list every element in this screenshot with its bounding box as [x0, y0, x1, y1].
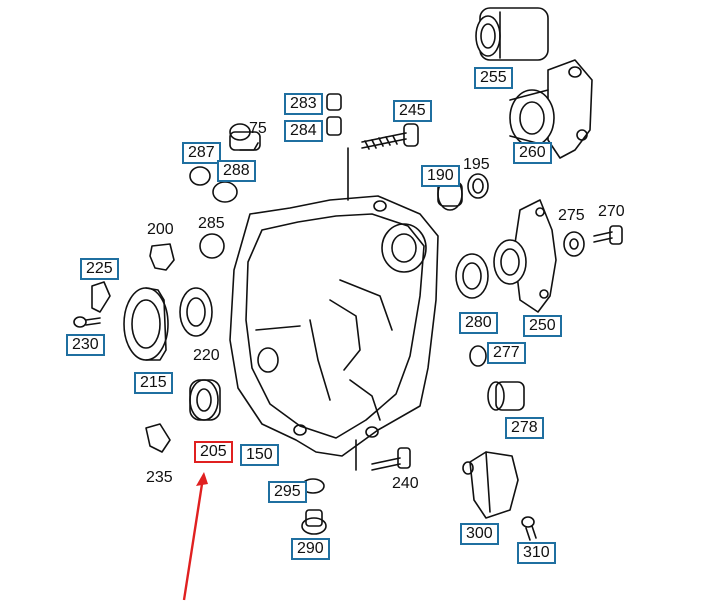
- label-190: 190: [421, 165, 460, 187]
- label-278: 278: [505, 417, 544, 439]
- label-290: 290: [291, 538, 330, 560]
- part-240-bolt: [371, 447, 411, 471]
- label-283: 283: [284, 93, 323, 115]
- label-205-highlighted: 205: [194, 441, 233, 463]
- label-300: 300: [460, 523, 499, 545]
- label-280: 280: [459, 312, 498, 334]
- part-230-screw: [73, 316, 101, 328]
- label-277: 277: [487, 342, 526, 364]
- part-310-screw: [521, 516, 537, 541]
- part-280-seal: [455, 253, 489, 299]
- part-235-clip: [145, 423, 171, 453]
- part-283-pin: [326, 93, 342, 111]
- label-245: 245: [393, 100, 432, 122]
- label-275: 275: [558, 207, 585, 224]
- part-275-washer: [563, 231, 585, 257]
- part-220-seal: [179, 287, 213, 337]
- part-287: [189, 166, 211, 186]
- label-240: 240: [392, 475, 419, 492]
- label-200: 200: [147, 221, 174, 238]
- part-75-plug: [229, 123, 261, 151]
- part-285: [199, 233, 225, 259]
- label-255: 255: [474, 67, 513, 89]
- label-215: 215: [134, 372, 173, 394]
- part-255-sleeve: [475, 7, 549, 61]
- part-290-plug: [301, 509, 327, 535]
- part-205-needle-bearing: [189, 379, 221, 421]
- label-270: 270: [598, 203, 625, 220]
- part-150-housing: [229, 147, 439, 471]
- part-277-ring: [469, 345, 487, 367]
- part-270-bolt: [593, 225, 623, 245]
- part-300-sensor: [462, 451, 519, 519]
- label-220: 220: [193, 347, 220, 364]
- label-235: 235: [146, 469, 173, 486]
- part-288: [212, 181, 238, 203]
- label-310: 310: [517, 542, 556, 564]
- label-295: 295: [268, 481, 307, 503]
- part-225-clip: [91, 281, 111, 313]
- highlight-arrow: [182, 472, 208, 601]
- label-250: 250: [523, 315, 562, 337]
- part-195-ring: [467, 173, 489, 199]
- label-288: 288: [217, 160, 256, 182]
- part-200: [149, 243, 175, 271]
- part-284-pin: [326, 116, 342, 136]
- part-278-sleeve: [487, 381, 525, 411]
- label-195: 195: [463, 156, 490, 173]
- label-287: 287: [182, 142, 221, 164]
- part-250-flange: [493, 199, 557, 313]
- label-75: 75: [249, 120, 267, 137]
- label-260: 260: [513, 142, 552, 164]
- label-150: 150: [240, 444, 279, 466]
- label-230: 230: [66, 334, 105, 356]
- label-225: 225: [80, 258, 119, 280]
- part-245-bolt: [361, 123, 419, 150]
- part-215-bearing: [123, 287, 169, 361]
- label-284: 284: [284, 120, 323, 142]
- label-285: 285: [198, 215, 225, 232]
